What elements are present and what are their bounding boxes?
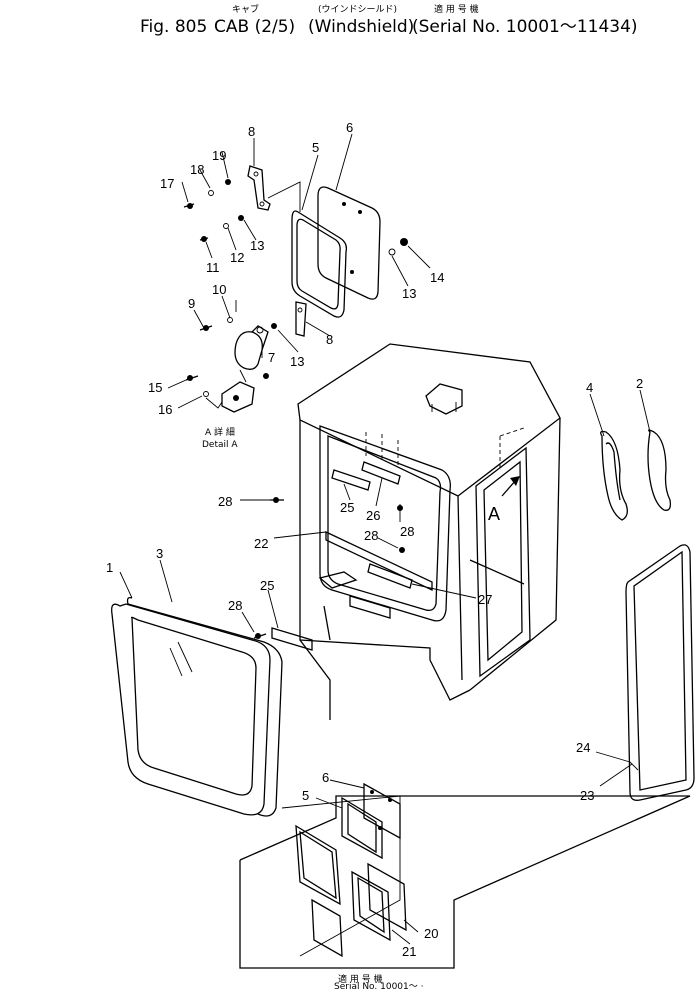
callout-8-lower: 8 bbox=[326, 332, 333, 347]
callout-26: 26 bbox=[366, 508, 380, 523]
callout-7: 7 bbox=[268, 350, 275, 365]
callout-5-inset: 5 bbox=[302, 788, 309, 803]
inset-detail: 適 用 号 機 Serial No. 10001～ · bbox=[239, 782, 691, 990]
detail-a-hinge-assembly: A 詳 細 Detail A bbox=[183, 165, 408, 450]
callout-labels: 1 2 3 4 5 6 7 8 8 9 10 11 12 13 13 13 14… bbox=[106, 120, 643, 959]
header-jp-cab: キャブ bbox=[232, 3, 259, 15]
callout-9: 9 bbox=[188, 296, 195, 311]
header-jp-applicable: 適 用 号 機 bbox=[434, 3, 479, 15]
callout-3: 3 bbox=[156, 546, 163, 561]
callout-27: 27 bbox=[478, 592, 492, 607]
callout-5: 5 bbox=[312, 140, 319, 155]
callout-28-c: 28 bbox=[364, 528, 378, 543]
callout-13-c: 13 bbox=[290, 354, 304, 369]
callout-28-d: 28 bbox=[228, 598, 242, 613]
callout-14: 14 bbox=[430, 270, 444, 285]
header-fig: Fig. 805 bbox=[140, 17, 207, 37]
callout-16: 16 bbox=[158, 402, 172, 417]
inset-footer-en: Serial No. 10001～ · bbox=[334, 982, 423, 990]
callout-23: 23 bbox=[580, 788, 594, 803]
detail-a-jp: A 詳 細 bbox=[205, 426, 235, 438]
callout-28-a: 28 bbox=[218, 494, 232, 509]
callout-15: 15 bbox=[148, 380, 162, 395]
callout-13-a: 13 bbox=[250, 238, 264, 253]
callout-4: 4 bbox=[586, 380, 593, 395]
callout-10: 10 bbox=[212, 282, 226, 297]
callout-21: 21 bbox=[402, 944, 416, 959]
callout-12: 12 bbox=[230, 250, 244, 265]
cab-body: A bbox=[271, 343, 561, 720]
callout-22: 22 bbox=[254, 536, 268, 551]
side-seals bbox=[600, 429, 672, 521]
callout-25-b: 25 bbox=[260, 578, 274, 593]
callout-6: 6 bbox=[346, 120, 353, 135]
side-window-frame bbox=[625, 544, 695, 801]
header-name: CAB (2/5) bbox=[214, 17, 295, 37]
callout-13-b: 13 bbox=[402, 286, 416, 301]
callout-25-a: 25 bbox=[340, 500, 354, 515]
callout-24: 24 bbox=[576, 740, 590, 755]
callout-6-inset: 6 bbox=[322, 770, 329, 785]
windshield-glass bbox=[111, 596, 283, 817]
callout-2: 2 bbox=[636, 376, 643, 391]
callout-1: 1 bbox=[106, 560, 113, 575]
leader-lines bbox=[119, 133, 651, 945]
callout-19: 19 bbox=[212, 148, 226, 163]
callout-17: 17 bbox=[160, 176, 174, 191]
header-jp-windshield: (ウインドシールド) bbox=[318, 4, 397, 15]
callout-11: 11 bbox=[206, 260, 220, 275]
callout-18: 18 bbox=[190, 162, 204, 177]
header-windshield: (Windshield) bbox=[308, 17, 414, 37]
callout-20: 20 bbox=[424, 926, 438, 941]
header-serial: (Serial No. 10001～11434) bbox=[412, 17, 638, 37]
inset-footer-jp: 適 用 号 機 bbox=[338, 973, 383, 985]
view-arrow-label: A bbox=[488, 504, 500, 524]
detail-a-en: Detail A bbox=[202, 440, 238, 450]
callout-28-b: 28 bbox=[400, 524, 414, 539]
callout-8-upper: 8 bbox=[248, 124, 255, 139]
